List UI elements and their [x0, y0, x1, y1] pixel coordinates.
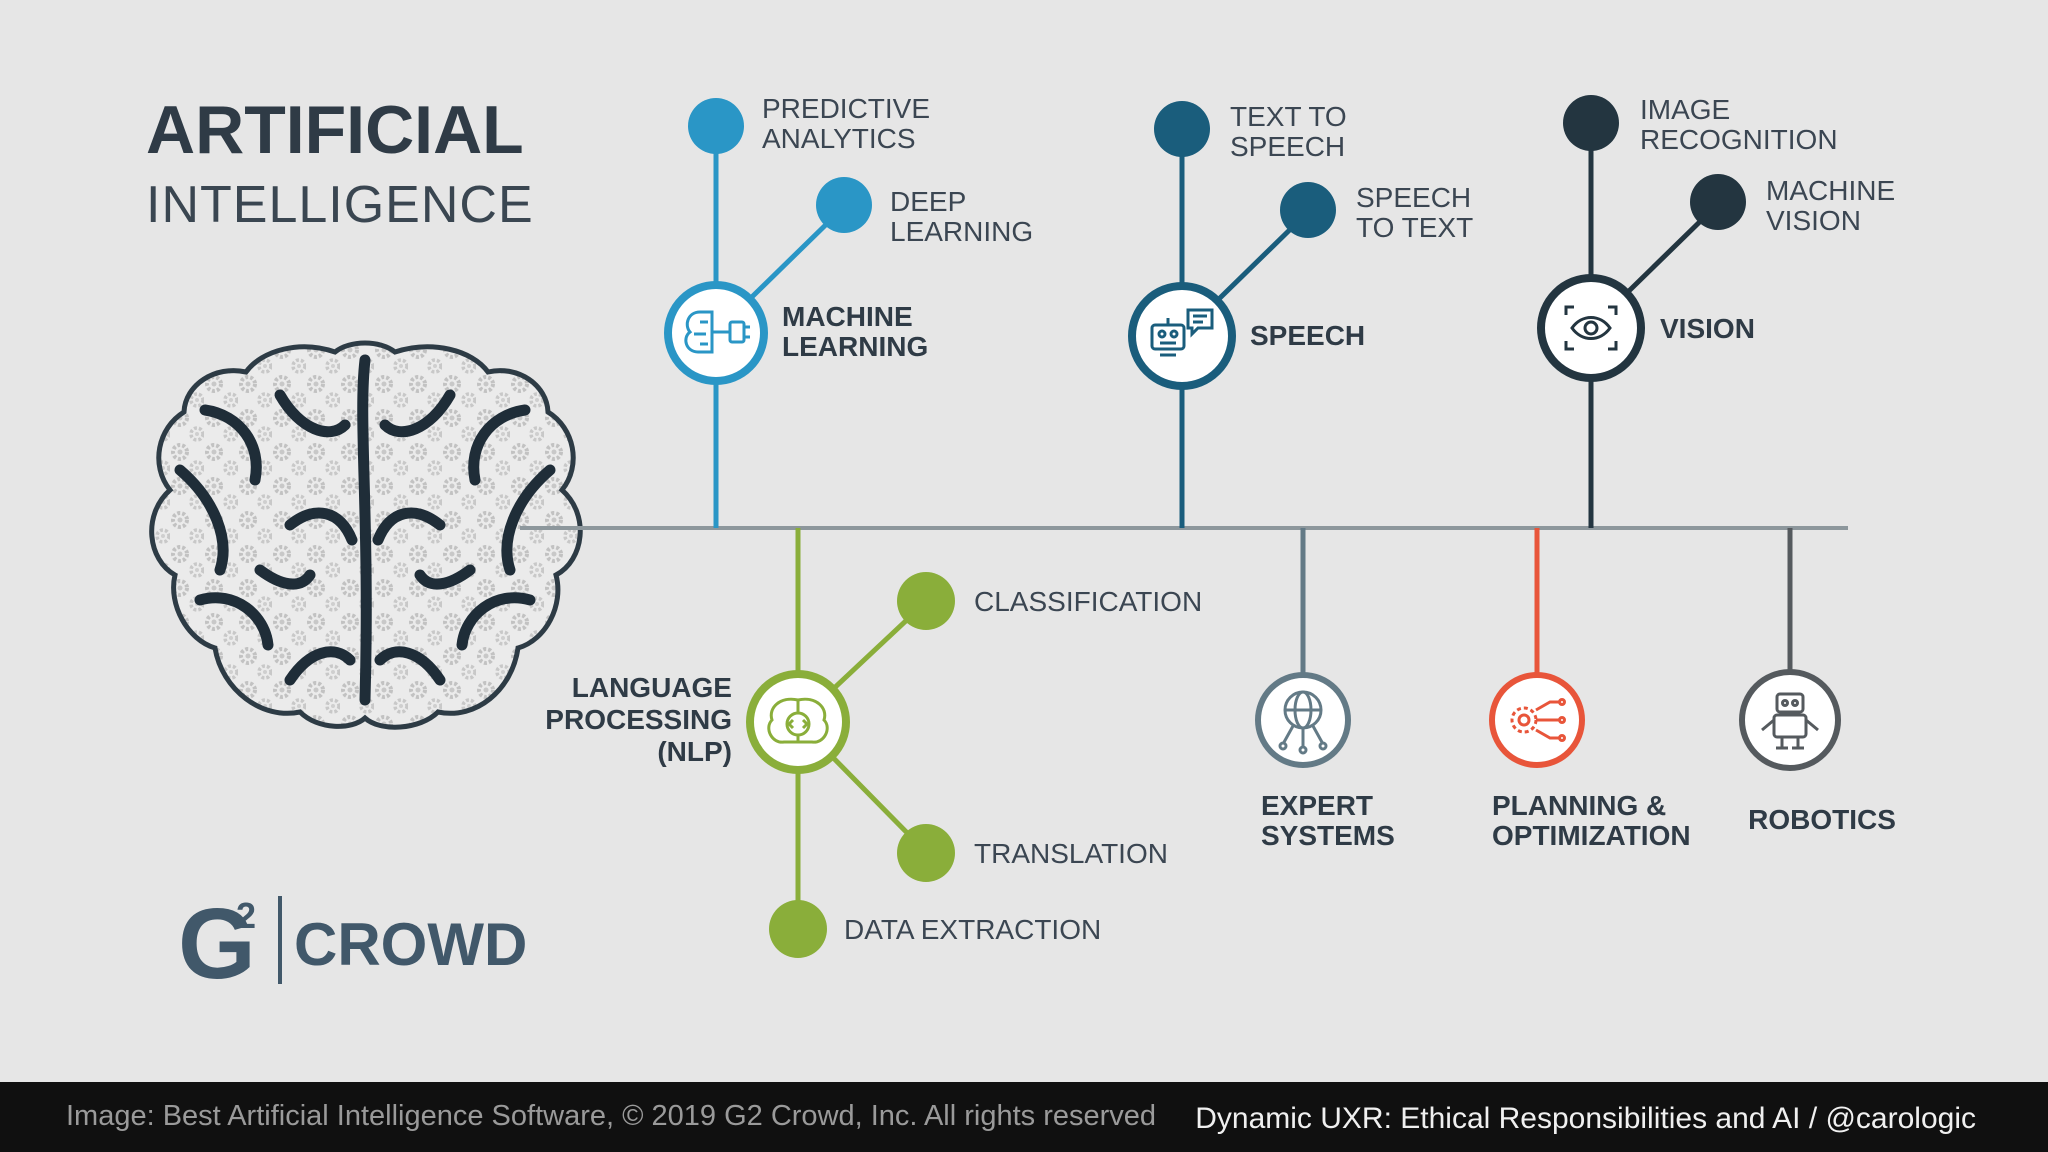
branch-nlp: LANGUAGE PROCESSING (NLP) CLASSIFICATION…	[545, 528, 1202, 958]
label-machine-learning: LEARNING	[782, 331, 928, 362]
title-intelligence: INTELLIGENCE	[146, 176, 534, 234]
label-predictive: PREDICTIVE	[762, 93, 930, 124]
label-learning: LEARNING	[890, 216, 1033, 247]
label-deep: DEEP	[890, 186, 966, 217]
logo-divider	[278, 896, 282, 984]
label-vision-2: VISION	[1766, 205, 1861, 236]
label-text-to: TEXT TO	[1230, 101, 1347, 132]
node-robotics	[1739, 669, 1841, 771]
label-optimization: OPTIMIZATION	[1492, 820, 1691, 851]
label-recognition: RECOGNITION	[1640, 124, 1838, 155]
g2-crowd-logo: G 2 CROWD	[178, 888, 527, 1000]
branch-planning: PLANNING & OPTIMIZATION	[1489, 528, 1691, 851]
label-planning: PLANNING &	[1492, 790, 1666, 821]
label-analytics: ANALYTICS	[762, 123, 916, 154]
label-data-extraction: DATA EXTRACTION	[844, 914, 1101, 945]
label-image: IMAGE	[1640, 94, 1730, 125]
brain-code-icon	[767, 697, 829, 744]
title-artificial: ARTIFICIAL	[146, 92, 524, 168]
eye-scan-icon	[1564, 305, 1618, 351]
label-speech-main: SPEECH	[1250, 320, 1365, 351]
label-machine-2: MACHINE	[1766, 175, 1895, 206]
globe-network-icon	[1278, 690, 1328, 755]
node-speech	[1128, 282, 1236, 390]
image-credit: Image: Best Artificial Intelligence Soft…	[66, 1100, 1157, 1132]
node-vision	[1537, 274, 1645, 382]
node-text-to-speech	[1154, 101, 1210, 157]
logo-wordmark: CROWD	[294, 911, 527, 978]
branch-speech: TEXT TO SPEECH SPEECH TO TEXT SPEECH	[1128, 101, 1473, 528]
label-to-text: TO TEXT	[1356, 212, 1473, 243]
label-vision-main: VISION	[1660, 313, 1755, 344]
brain-chip-icon	[684, 310, 750, 354]
branch-robotics: ROBOTICS	[1739, 528, 1896, 835]
node-image-recognition	[1563, 95, 1619, 151]
brain-illustration	[149, 340, 583, 730]
label-language: LANGUAGE	[572, 672, 732, 703]
branch-machine-learning: PREDICTIVE ANALYTICS DEEP LEARNING MACHI…	[664, 93, 1033, 528]
branch-vision: IMAGE RECOGNITION MACHINE VISION VISION	[1537, 94, 1895, 528]
node-speech-to-text	[1280, 182, 1336, 238]
label-processing: PROCESSING	[545, 704, 732, 735]
node-data-extraction	[769, 900, 827, 958]
label-nlp: (NLP)	[657, 736, 732, 767]
circuit-gear-icon	[1510, 698, 1566, 742]
branch-expert-systems: EXPERT SYSTEMS	[1255, 528, 1395, 851]
node-translation	[897, 824, 955, 882]
label-speech-1: SPEECH	[1230, 131, 1345, 162]
footer-bar: Image: Best Artificial Intelligence Soft…	[0, 1082, 2048, 1152]
node-classification	[897, 572, 955, 630]
logo-superscript: 2	[236, 895, 256, 936]
label-robotics: ROBOTICS	[1748, 804, 1896, 835]
node-machine-vision	[1690, 174, 1746, 230]
label-speech-2: SPEECH	[1356, 182, 1471, 213]
talk-title: Dynamic UXR: Ethical Responsibilities an…	[1195, 1102, 1976, 1135]
label-classification: CLASSIFICATION	[974, 586, 1202, 617]
label-translation: TRANSLATION	[974, 838, 1168, 869]
node-deep-learning	[816, 177, 872, 233]
logo-g: G	[178, 888, 256, 1000]
label-expert: EXPERT	[1261, 790, 1373, 821]
robot-icon	[1761, 692, 1819, 750]
node-predictive-analytics	[688, 98, 744, 154]
label-systems: SYSTEMS	[1261, 820, 1395, 851]
robot-chat-icon	[1150, 308, 1214, 357]
label-machine: MACHINE	[782, 301, 913, 332]
